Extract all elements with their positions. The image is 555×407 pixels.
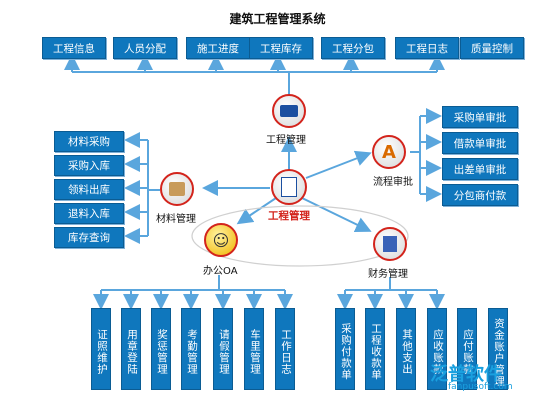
finance-item-receivables[interactable]: 应收账款 (427, 308, 447, 390)
office-item-work-log[interactable]: 工作日志 (275, 308, 295, 390)
office-item-reward-penalty[interactable]: 奖惩管理 (151, 308, 171, 390)
material-item-issue-outbound[interactable]: 领料出库 (54, 179, 124, 200)
finance-item-other-expense[interactable]: 其他支出 (396, 308, 416, 390)
material-item-purchase-inbound[interactable]: 采购入库 (54, 155, 124, 176)
flow-node-label: 流程审批 (373, 177, 413, 188)
brand-name: 泛普软件 (430, 364, 502, 385)
finance-item-fund-accounts[interactable]: 资金账户管理 (488, 308, 508, 390)
office-item-attendance[interactable]: 考勤管理 (181, 308, 201, 390)
top-module-engineering-log[interactable]: 工程日志 (395, 37, 459, 59)
document-icon (271, 169, 307, 205)
material-item-return-inbound[interactable]: 退料入库 (54, 203, 124, 224)
compass-icon: A (372, 135, 406, 169)
engineering-node-label: 工程管理 (266, 135, 306, 146)
office-item-leave[interactable]: 请假管理 (213, 308, 233, 390)
finance-item-purchase-payment[interactable]: 采购付款单 (335, 308, 355, 390)
report-icon (373, 227, 407, 261)
flow-item-loan-approval[interactable]: 借款单审批 (442, 132, 518, 154)
top-module-staff-assignment[interactable]: 人员分配 (113, 37, 177, 59)
finance-item-engineering-receipt[interactable]: 工程收款单 (365, 308, 385, 390)
office-item-seal[interactable]: 用章登陆 (121, 308, 141, 390)
top-module-engineering-stock[interactable]: 工程库存 (249, 37, 313, 59)
top-module-engineering-info[interactable]: 工程信息 (42, 37, 106, 59)
center-node-label: 工程管理 (268, 210, 310, 222)
finance-item-payables[interactable]: 应付账款 (457, 308, 477, 390)
flow-item-travel-approval[interactable]: 出差单审批 (442, 158, 518, 180)
top-module-quality-control[interactable]: 质量控制 (460, 37, 524, 59)
flow-item-subcontractor-payment[interactable]: 分包商付款 (442, 184, 518, 206)
brand-url: fanpusoft.com (448, 382, 513, 392)
person-icon: ☺ (204, 223, 238, 257)
material-node-label: 材料管理 (156, 214, 196, 225)
finance-node-label: 财务管理 (368, 269, 408, 280)
material-item-stock-query[interactable]: 库存查询 (54, 227, 124, 248)
diagram-title: 建筑工程管理系统 (229, 12, 326, 26)
briefcase-icon (272, 94, 306, 128)
material-item-purchase[interactable]: 材料采购 (54, 131, 124, 152)
flow-item-purchase-approval[interactable]: 采购单审批 (442, 106, 518, 128)
office-item-license[interactable]: 证照维护 (91, 308, 111, 390)
office-item-vehicle[interactable]: 车里管理 (244, 308, 264, 390)
top-module-construction-progress[interactable]: 施工进度 (186, 37, 250, 59)
office-node-label: 办公OA (203, 266, 238, 277)
folder-icon (160, 172, 194, 206)
top-module-subcontract[interactable]: 工程分包 (321, 37, 385, 59)
